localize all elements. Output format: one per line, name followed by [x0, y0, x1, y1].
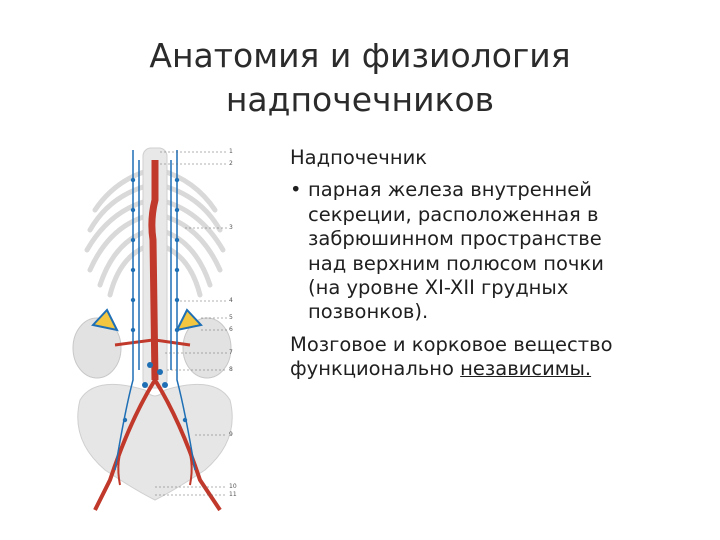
anatomy-svg: [72, 147, 233, 512]
figure-label-8: 8: [229, 366, 233, 373]
figure-label-11: 11: [229, 491, 237, 498]
figure-label-4: 4: [229, 297, 233, 304]
slide-title: Анатомия и физиология надпочечников: [60, 34, 660, 122]
leader-lines: [155, 151, 227, 496]
slide-body: Надпочечник • парная железа внутренней с…: [290, 146, 700, 382]
bullet-line-4: над верхним полюсом почки: [308, 251, 604, 275]
bullet-line-2: секреции, расположенная в: [308, 202, 599, 226]
figure-label-7: 7: [229, 349, 233, 356]
anatomy-illustration: 1 2 3 4 5 6 7 8 9 10 11: [55, 140, 255, 540]
paragraph-line-1: Мозговое и корковое вещество: [290, 332, 613, 356]
bullet-dot: •: [290, 178, 302, 202]
bullet-line-5: (на уровне XI-XII грудных: [308, 276, 569, 300]
body-heading: Надпочечник: [290, 146, 428, 169]
right-iliac-artery: [153, 378, 222, 512]
lymph-nodes: [122, 177, 188, 423]
figure-label-1: 1: [229, 148, 233, 155]
bullet-text: парная железа внутренней секреции, распо…: [308, 178, 700, 324]
title-line-2: надпочечников: [225, 80, 495, 119]
figure-label-3: 3: [229, 224, 233, 231]
bullet-line-1: парная железа внутренней: [308, 178, 592, 202]
bullet-line-6: позвонков).: [308, 300, 429, 324]
figure-label-9: 9: [229, 431, 233, 438]
bullet-line-3: забрюшинном пространстве: [308, 227, 602, 251]
title-line-1: Анатомия и физиология: [149, 36, 571, 75]
figure-label-10: 10: [229, 483, 237, 490]
right-adrenal-gland: [175, 308, 203, 332]
left-renal-artery: [114, 338, 154, 347]
aorta: [148, 160, 159, 381]
left-adrenal-gland: [91, 308, 119, 332]
body-paragraph: Мозговое и корковое вещество функциональ…: [290, 333, 700, 382]
left-iliac-artery: [93, 378, 157, 511]
figure-label-5: 5: [229, 314, 233, 321]
lymph-vessels: [114, 150, 196, 471]
right-renal-artery: [154, 338, 191, 347]
underlined-term: независимы.: [460, 357, 592, 381]
bullet-item: • парная железа внутренней секреции, рас…: [290, 178, 700, 324]
paragraph-line-2-start: функционально: [290, 357, 461, 381]
pelvis: [77, 383, 233, 501]
left-kidney: [72, 317, 122, 379]
figure-label-6: 6: [229, 326, 233, 333]
figure-label-2: 2: [229, 160, 233, 167]
